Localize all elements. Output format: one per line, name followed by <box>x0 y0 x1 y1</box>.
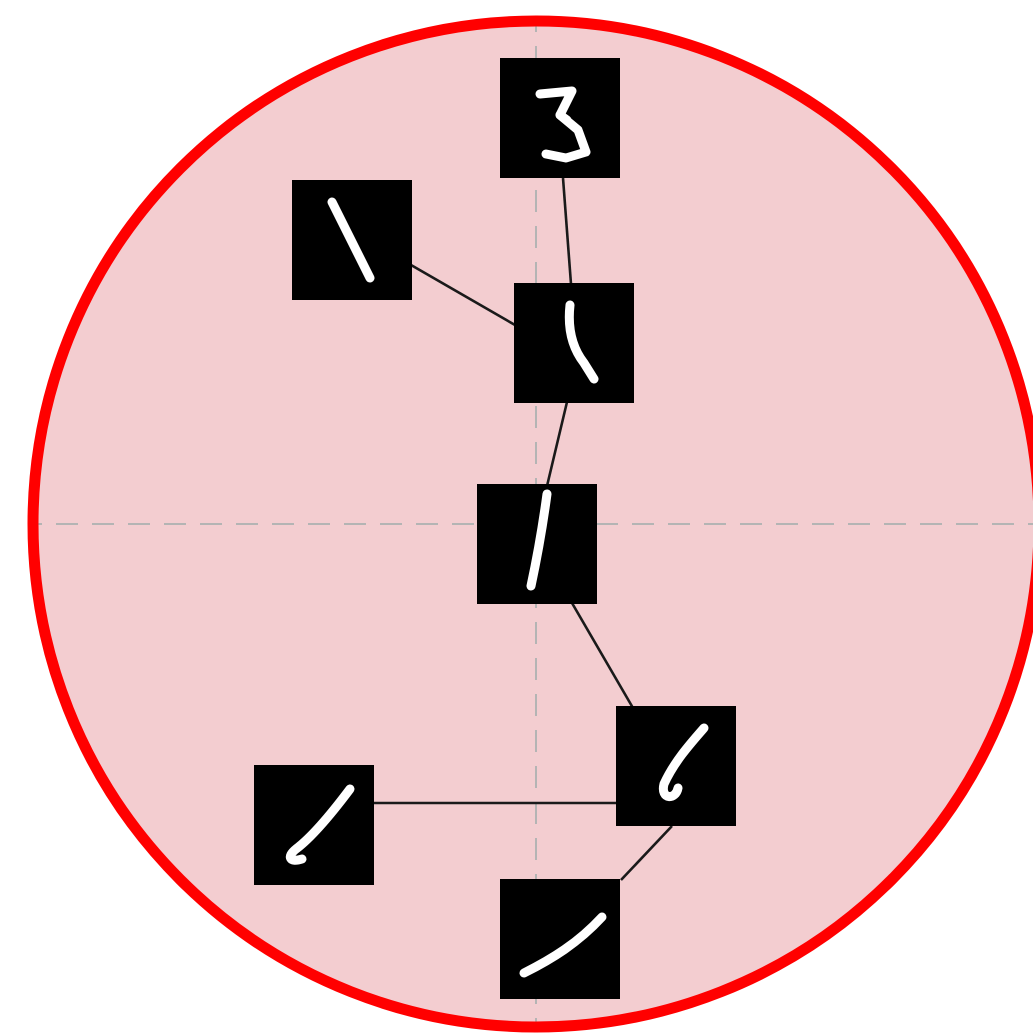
edges-layer <box>372 177 673 881</box>
handwritten-digit-1 <box>658 723 709 801</box>
digit-stroke <box>526 489 552 591</box>
digit-stroke <box>327 197 375 283</box>
digit-stroke <box>658 723 709 801</box>
handwritten-digit-1 <box>526 489 552 591</box>
disk-boundary <box>27 15 1033 1033</box>
node-lower-right-digit-1-tile <box>616 706 736 826</box>
tile-background <box>500 879 620 999</box>
node-lower-left-digit-1-tile <box>254 765 374 885</box>
edge-node-lower-right-to-node-bottom <box>620 825 673 881</box>
edge-node-upper-left-to-node-upper-center <box>410 263 516 327</box>
digit-stroke <box>564 300 599 384</box>
handwritten-digit-1 <box>285 784 355 865</box>
edge-node-center-to-node-lower-right <box>570 602 635 709</box>
nodes-layer <box>254 58 736 999</box>
digit-stroke <box>555 110 572 125</box>
handwritten-digit-1 <box>564 300 599 384</box>
edge-node-upper-center-to-node-center <box>545 401 569 487</box>
digit-stroke <box>285 784 355 865</box>
node-center-digit-1-tile <box>477 484 597 604</box>
digit-stroke <box>519 912 607 978</box>
node-bottom-digit-1-tile <box>500 879 620 999</box>
tile-background <box>254 765 374 885</box>
handwritten-digit-3 <box>535 86 591 163</box>
node-top-digit-3-tile <box>500 58 620 178</box>
edge-node-top-to-node-upper-center <box>561 177 573 285</box>
node-upper-left-digit-1-tile <box>292 180 412 300</box>
handwritten-digit-1 <box>327 197 375 283</box>
handwritten-digit-1 <box>519 912 607 978</box>
digit-stroke <box>535 86 591 163</box>
node-upper-center-digit-1-tile <box>514 283 634 403</box>
